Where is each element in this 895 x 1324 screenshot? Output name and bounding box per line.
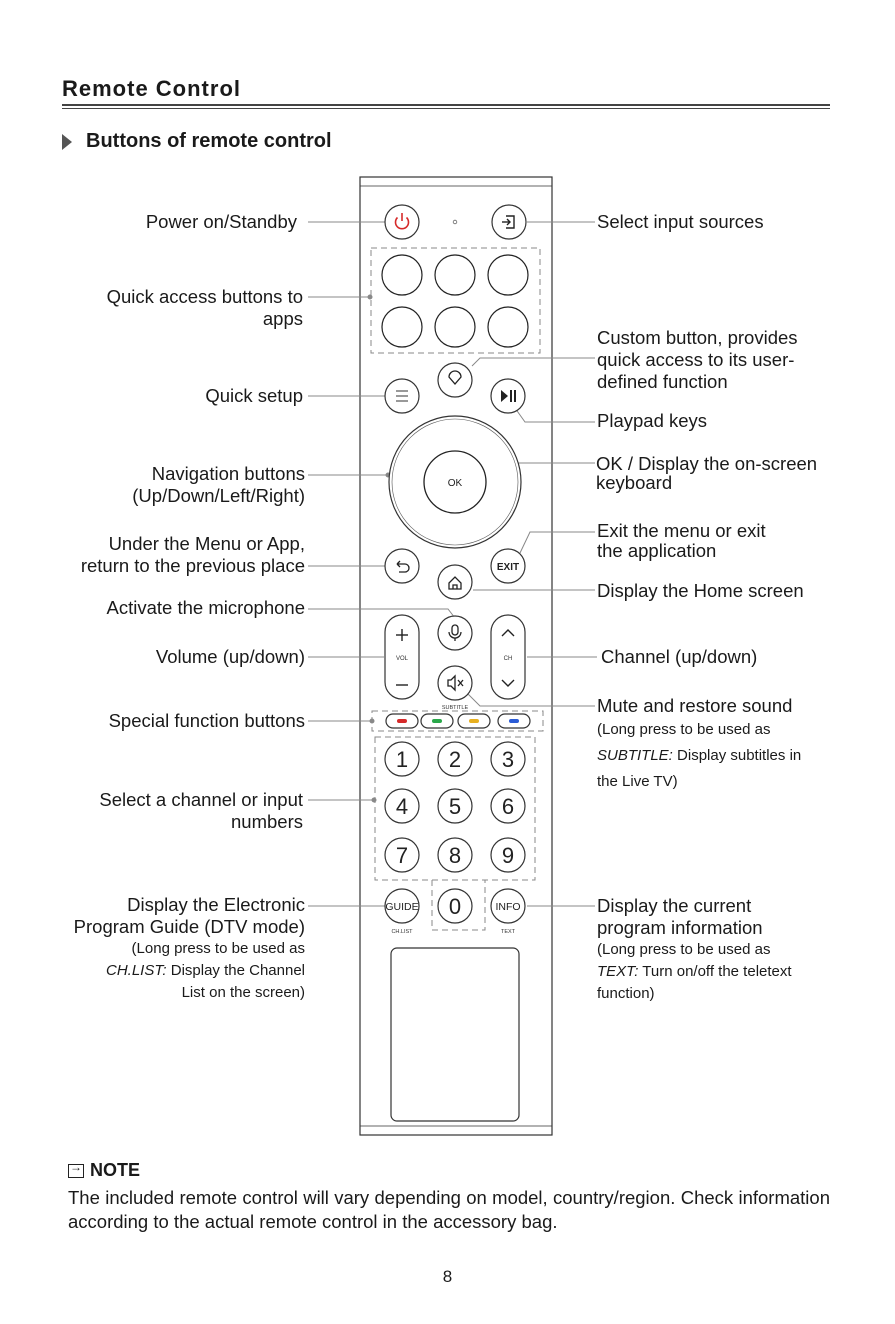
- home-button: [437, 564, 473, 600]
- label-mute: Mute and restore sound (Long press to be…: [597, 695, 802, 790]
- digit-button: [490, 741, 526, 777]
- chevron-up-icon: [501, 629, 515, 637]
- play-pause-icon: [501, 390, 516, 402]
- heart-plus-icon: [448, 370, 462, 385]
- apps-group-outline: [370, 247, 541, 354]
- info-button: [490, 888, 526, 924]
- number-pad: 1 2 3 4 5 6 7 8 9 0: [384, 741, 526, 924]
- title-rule-thin: [62, 108, 830, 109]
- label-quick-setup: Quick setup: [205, 385, 303, 406]
- digit-label: 7: [396, 843, 408, 868]
- label-guide: Display the Electronic Program Guide (DT…: [73, 894, 305, 1001]
- ok-label: OK: [448, 478, 463, 489]
- digit-button: [384, 788, 420, 824]
- color-key-dot: [509, 719, 519, 723]
- subtitle-label: SUBTITLE: [442, 705, 469, 711]
- color-key-dot: [397, 719, 407, 723]
- guide-label: GUIDE: [385, 901, 418, 913]
- digit-label: 1: [396, 747, 408, 772]
- home-icon: [448, 576, 462, 590]
- label-input: Select input sources: [597, 211, 764, 232]
- digit-label: 8: [449, 843, 461, 868]
- digit-label: 2: [449, 747, 461, 772]
- chlist-label: CH.LIST: [391, 929, 413, 935]
- vol-label: VOL: [396, 656, 409, 662]
- digit-button: [384, 837, 420, 873]
- label-channel: Channel (up/down): [601, 646, 758, 667]
- label-back: Under the Menu or App,return to the prev…: [80, 533, 305, 576]
- text-label: TEXT: [501, 929, 516, 935]
- page-number: 8: [442, 1267, 453, 1286]
- label-home: Display the Home screen: [597, 580, 804, 601]
- color-keys: [385, 713, 531, 729]
- input-source-icon: [502, 215, 515, 229]
- digit-button: [384, 741, 420, 777]
- channel-rocker: [490, 614, 526, 700]
- number-pad-outline: [374, 736, 536, 881]
- label-volume: Volume (up/down): [155, 646, 305, 667]
- ch-label: CH: [504, 656, 513, 662]
- color-key-dot: [432, 719, 442, 723]
- digit-button: [437, 888, 473, 924]
- power-button: [384, 204, 420, 240]
- guide-button: [384, 888, 420, 924]
- digit-label: 4: [396, 794, 408, 819]
- mic-button: [437, 615, 473, 651]
- custom-button: [437, 362, 473, 398]
- digit-button: [437, 741, 473, 777]
- note-icon: [68, 1160, 84, 1178]
- digit-label: 3: [502, 747, 514, 772]
- digit-label: 5: [449, 794, 461, 819]
- info-label: INFO: [495, 901, 520, 913]
- label-mic: Activate the microphone: [106, 597, 305, 618]
- triangle-bullet-icon: [62, 133, 72, 150]
- exit-button: [490, 548, 526, 584]
- ok-button: [423, 450, 487, 514]
- section-heading: Buttons of remote control: [62, 130, 332, 153]
- menu-lines-icon: [396, 390, 408, 402]
- page-title: Remote Control: [62, 76, 241, 101]
- leader-lines: [308, 221, 597, 907]
- digit-button: [437, 837, 473, 873]
- label-info: Display the current program information …: [597, 895, 792, 1002]
- digit-label: 9: [502, 843, 514, 868]
- microphone-icon: [448, 624, 462, 641]
- app-buttons: [381, 254, 529, 348]
- volume-rocker: [384, 614, 420, 700]
- color-key-dot: [469, 719, 479, 723]
- digit-button: [490, 837, 526, 873]
- note-heading: NOTE: [68, 1160, 140, 1181]
- back-arrow-icon: [396, 560, 410, 573]
- title-rule: [62, 104, 830, 106]
- digit-button: [490, 788, 526, 824]
- mute-icon: [447, 674, 464, 692]
- plus-icon: [396, 629, 408, 641]
- color-keys-outline: [371, 710, 544, 732]
- exit-label: EXIT: [497, 562, 519, 573]
- remote-body: [359, 176, 553, 1136]
- label-playpad: Playpad keys: [597, 410, 708, 431]
- back-button: [384, 548, 420, 584]
- digit-label: 0: [449, 894, 461, 919]
- digit-button: [437, 788, 473, 824]
- label-power: Power on/Standby: [145, 211, 297, 232]
- label-special: Special function buttons: [108, 710, 305, 731]
- remote-bottom-panel: [390, 947, 520, 1122]
- note-body: The included remote control will vary de…: [68, 1187, 830, 1232]
- power-icon: [394, 213, 410, 230]
- chevron-down-icon: [501, 679, 515, 687]
- section-title: Buttons of remote control: [86, 130, 332, 152]
- label-navigation: Navigation buttons(Up/Down/Left/Right): [132, 463, 305, 506]
- digit-label: 6: [502, 794, 514, 819]
